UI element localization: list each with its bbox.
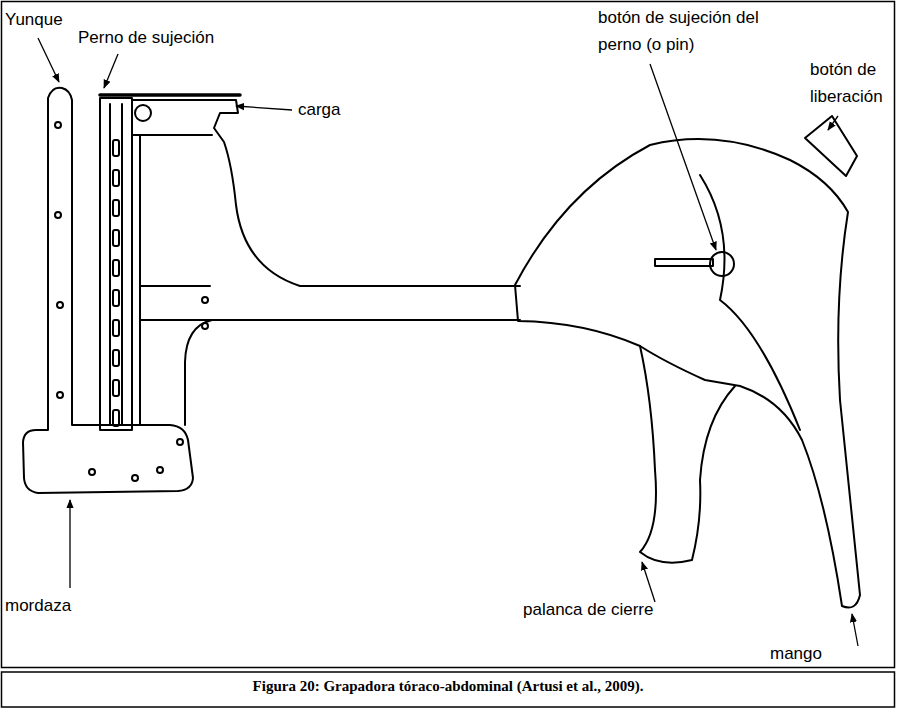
leader-line xyxy=(828,116,838,130)
leader-line xyxy=(236,106,292,110)
staple-slot xyxy=(113,140,119,156)
release-button xyxy=(805,116,857,176)
part-label: carga xyxy=(298,96,341,123)
part-label: palanca de cierre xyxy=(523,596,653,623)
figure-caption: Figura 20: Grapadora tóraco-abdominal (A… xyxy=(4,678,892,695)
part-label: botón de sujeción del perno (o pin) xyxy=(598,4,773,58)
figure-frame xyxy=(2,2,895,668)
leader-line xyxy=(104,54,118,88)
retaining-pin xyxy=(100,93,240,97)
staple-slot xyxy=(113,350,119,366)
staple-slot xyxy=(113,200,119,216)
staple-slot xyxy=(113,320,119,336)
cartridge xyxy=(100,98,132,430)
pin-button xyxy=(710,252,734,276)
part-label: mango xyxy=(770,640,822,667)
closing-lever xyxy=(640,346,735,563)
staple-slot xyxy=(113,380,119,396)
staple-slot xyxy=(113,230,119,246)
leader-line xyxy=(852,614,858,646)
part-label: Perno de sujeción xyxy=(78,24,214,51)
handle-housing xyxy=(515,139,860,607)
leader-line xyxy=(38,38,59,82)
anvil-jaw xyxy=(23,88,193,493)
pin-button-slot xyxy=(655,259,713,266)
staple-slot xyxy=(113,410,119,426)
staple-slot xyxy=(113,260,119,276)
leader-line xyxy=(642,562,655,602)
part-label: Yunque xyxy=(5,6,63,33)
leader-line xyxy=(650,64,716,250)
staple-slot xyxy=(113,290,119,306)
leader-line xyxy=(69,500,70,588)
part-label: botón de liberación xyxy=(810,56,892,110)
staple-slot xyxy=(113,170,119,186)
caption-frame xyxy=(2,672,895,707)
part-label: mordaza xyxy=(5,592,71,619)
